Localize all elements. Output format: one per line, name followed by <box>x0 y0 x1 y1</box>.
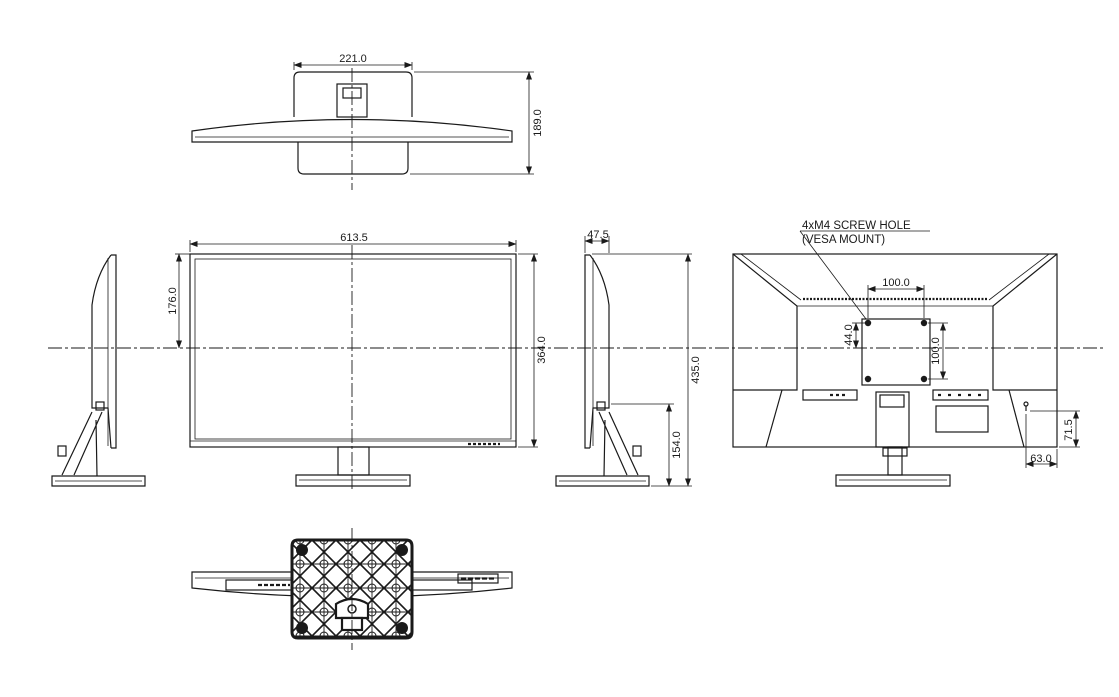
dim-label-71-5: 71.5 <box>1063 419 1075 440</box>
dim-vesa-offset: 44.0 <box>843 322 866 349</box>
dim-label-vesa-100-v: 100.0 <box>930 337 942 365</box>
vesa-screw-hole-top-left <box>864 319 872 327</box>
dim-label-44: 44.0 <box>843 324 855 345</box>
vesa-screw-hole-top-right <box>920 319 928 327</box>
dim-panel-height: 364.0 <box>518 253 548 448</box>
dim-label-154: 154.0 <box>671 431 683 459</box>
dim-label-221: 221.0 <box>339 53 367 65</box>
dim-label-435: 435.0 <box>690 356 702 384</box>
right-side-view <box>555 254 650 487</box>
dim-label-vesa-100-h: 100.0 <box>882 277 910 289</box>
left-side-view <box>51 254 146 487</box>
dim-stand-height: 154.0 <box>611 403 692 487</box>
dim-vesa-height: 100.0 <box>928 322 948 380</box>
dim-label-47-5: 47.5 <box>587 229 608 241</box>
dim-front-width: 613.5 <box>189 232 517 252</box>
dim-top-width: 221.0 <box>293 53 413 70</box>
vesa-screw-hole-bottom-right <box>920 375 928 383</box>
vesa-screw-hole-bottom-left <box>864 375 872 383</box>
rear-view <box>732 253 1058 487</box>
note-vesa-mount: (VESA MOUNT) <box>802 234 885 246</box>
dim-label-364: 364.0 <box>536 336 548 364</box>
dim-label-613-5: 613.5 <box>340 232 368 244</box>
dim-total-height: 435.0 <box>592 253 702 487</box>
note-screw-hole: 4xM4 SCREW HOLE <box>802 220 911 232</box>
dim-label-189: 189.0 <box>532 109 544 137</box>
dim-label-63: 63.0 <box>1030 453 1051 465</box>
screw-hole-callout: 4xM4 SCREW HOLE (VESA MOUNT) <box>799 220 930 320</box>
top-view <box>191 68 513 190</box>
dim-side-depth: 47.5 <box>584 229 610 253</box>
dim-vesa-width: 100.0 <box>867 277 925 318</box>
dim-center-height: 176.0 <box>167 253 190 349</box>
dim-port-offset: 63.0 <box>1025 414 1058 468</box>
dim-label-176: 176.0 <box>167 287 179 315</box>
dim-top-depth: 189.0 <box>410 71 544 175</box>
dim-port-height: 71.5 <box>1030 410 1080 448</box>
bottom-view <box>191 528 513 650</box>
front-view <box>189 245 517 490</box>
